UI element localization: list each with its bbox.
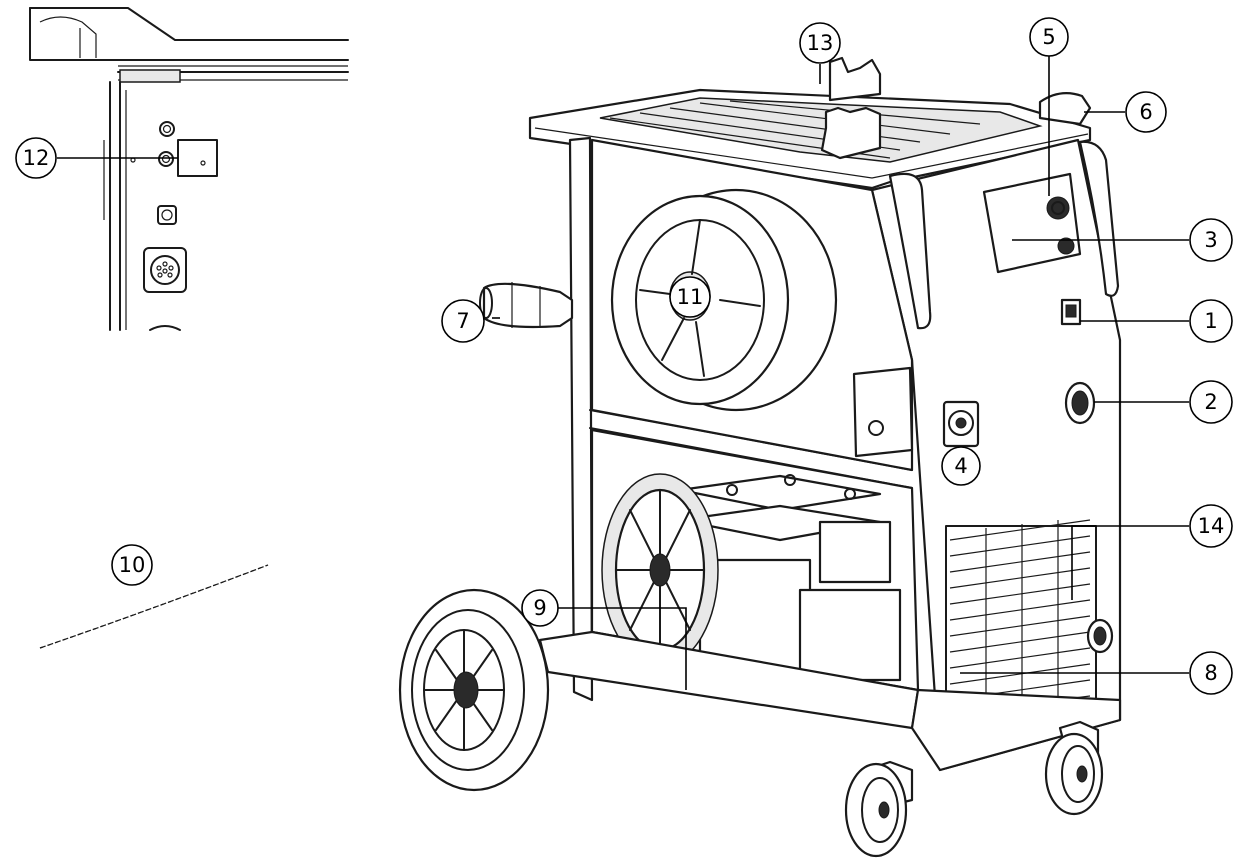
- svg-text:5: 5: [1042, 25, 1055, 49]
- svg-text:2: 2: [1204, 390, 1217, 414]
- earth-socket: [1064, 381, 1096, 425]
- cooling-fan: [601, 473, 719, 667]
- callout-14: 14: [1189, 504, 1233, 548]
- svg-text:8: 8: [1204, 661, 1217, 685]
- gas-connector: [479, 282, 574, 329]
- svg-text:6: 6: [1139, 100, 1152, 124]
- svg-text:7: 7: [456, 309, 469, 333]
- callout-7: 7: [441, 299, 485, 343]
- front-castor-right: [1044, 720, 1104, 816]
- svg-text:11: 11: [677, 285, 704, 309]
- callout-4: 4: [941, 446, 981, 486]
- callout-8: 8: [1189, 651, 1233, 695]
- cable-hook-front: [820, 106, 882, 160]
- svg-text:12: 12: [23, 146, 50, 170]
- callout-6: 6: [1125, 91, 1167, 133]
- callout-5: 5: [1029, 17, 1069, 57]
- svg-text:4: 4: [954, 454, 967, 478]
- rear-handle: [1078, 140, 1120, 297]
- chain: [39, 564, 269, 649]
- torch-connector: [942, 400, 980, 448]
- callout-11: 11: [669, 276, 711, 318]
- hook-6: [1038, 91, 1092, 126]
- svg-text:10: 10: [119, 553, 146, 577]
- callout-10: 10: [111, 544, 153, 586]
- callout-1: 1: [1189, 299, 1233, 343]
- svg-text:3: 3: [1204, 228, 1217, 252]
- control-panel: [982, 172, 1082, 274]
- welding-machine: [398, 56, 1122, 858]
- svg-text:14: 14: [1198, 514, 1225, 538]
- svg-text:1: 1: [1204, 309, 1217, 333]
- callout-3: 3: [1189, 218, 1233, 262]
- callout-2: 2: [1189, 380, 1233, 424]
- rear-panel-detail: [29, 7, 349, 331]
- callout-9: 9: [521, 589, 559, 627]
- cable-hook-back: [828, 56, 882, 102]
- svg-text:9: 9: [533, 596, 546, 620]
- socket-pins: [156, 261, 174, 278]
- front-castor-left: [844, 760, 914, 858]
- rear-wheel: [398, 588, 550, 792]
- callout-13: 13: [799, 22, 841, 64]
- callout-12: 12: [15, 137, 57, 179]
- callout-lines: [57, 56, 1189, 690]
- svg-text:13: 13: [807, 31, 834, 55]
- wire-spool: [610, 188, 838, 412]
- top-grille: [599, 97, 1043, 163]
- front-handle: [888, 172, 932, 330]
